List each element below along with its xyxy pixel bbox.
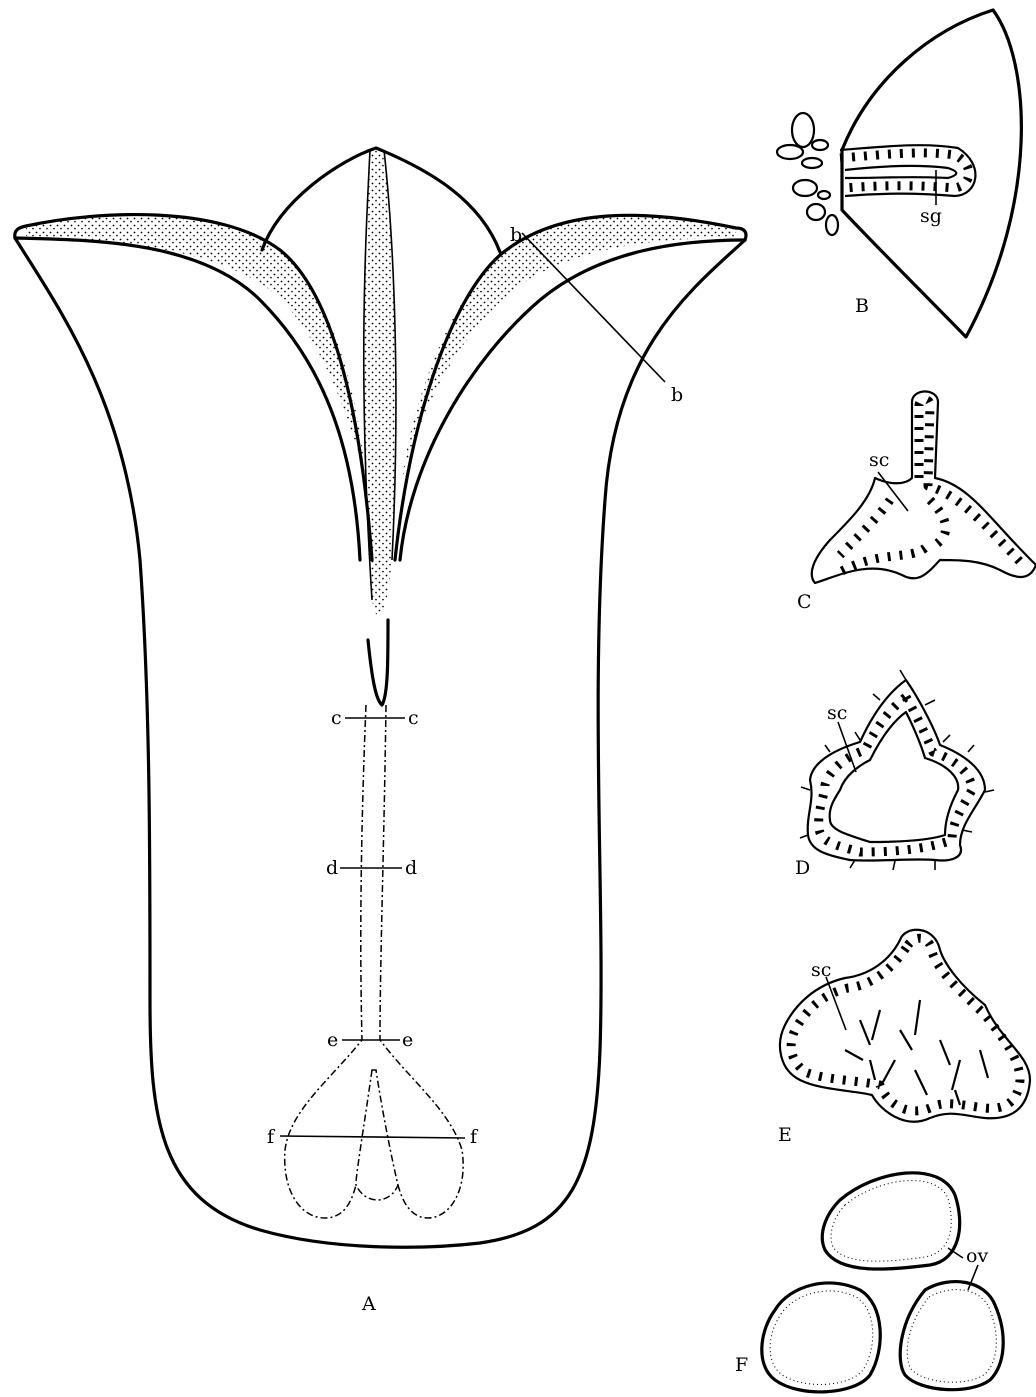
annotation-sg: sg xyxy=(920,205,942,227)
panel-a-drawing: b b c c d d e e f f A xyxy=(15,148,746,1315)
panel-d-drawing: sc D xyxy=(795,670,994,879)
lobe-section-outline xyxy=(842,10,1021,337)
canal-d-inner xyxy=(830,712,959,842)
panel-label-c: C xyxy=(797,591,812,613)
ovule-right xyxy=(900,1282,1003,1390)
sc-leader-c xyxy=(878,472,908,511)
panel-label-a: A xyxy=(361,1293,376,1315)
section-line-f xyxy=(280,1136,465,1138)
placenta-center xyxy=(356,1070,398,1200)
left-stigma-band xyxy=(26,215,366,480)
panel-b-drawing: sg B xyxy=(777,10,1021,337)
canal-c-cells xyxy=(840,400,1025,572)
sc-leader-d xyxy=(838,722,856,772)
label-b-bottom: b xyxy=(671,384,683,406)
label-d-right: d xyxy=(405,857,417,879)
label-f-left: f xyxy=(267,1126,276,1148)
style-canal-tip xyxy=(368,620,388,705)
label-d-left: d xyxy=(326,857,338,879)
panel-label-b: B xyxy=(855,295,869,317)
ovule-left-inner xyxy=(770,1291,873,1385)
panel-label-e: E xyxy=(778,1124,792,1146)
label-e-right: e xyxy=(402,1029,413,1051)
annotation-ov: ov xyxy=(966,1245,988,1267)
ovule-left xyxy=(762,1283,880,1392)
style-canal-left xyxy=(285,705,366,1218)
right-stigma-band xyxy=(402,215,736,480)
panel-f-drawing: ov F xyxy=(735,1173,1003,1392)
panel-label-d: D xyxy=(795,857,810,879)
annotation-sc-e: sc xyxy=(811,959,831,981)
sc-leader-e xyxy=(826,977,846,1030)
label-e-left: e xyxy=(327,1029,338,1051)
stigmatic-papillae xyxy=(777,113,838,235)
annotation-sc-d: sc xyxy=(827,702,847,724)
stigmatic-groove-wall xyxy=(840,145,975,196)
label-b-top: b xyxy=(510,224,522,246)
label-c-right: c xyxy=(408,707,419,729)
panel-c-drawing: sc C xyxy=(797,392,1036,614)
canal-e-inner-cells xyxy=(845,1000,988,1105)
label-c-left: c xyxy=(331,707,342,729)
style-canal-right xyxy=(380,705,463,1218)
annotation-sc-c: sc xyxy=(869,449,889,471)
section-line-b xyxy=(522,233,665,382)
panel-label-f: F xyxy=(735,1354,748,1376)
stigmatic-groove-cells xyxy=(840,153,969,188)
label-f-right: f xyxy=(470,1126,479,1148)
left-lobe-outline xyxy=(15,215,372,560)
right-lobe-outline xyxy=(395,215,746,560)
panel-e-drawing: sc E xyxy=(778,930,1030,1146)
ovule-right-inner xyxy=(907,1290,996,1383)
